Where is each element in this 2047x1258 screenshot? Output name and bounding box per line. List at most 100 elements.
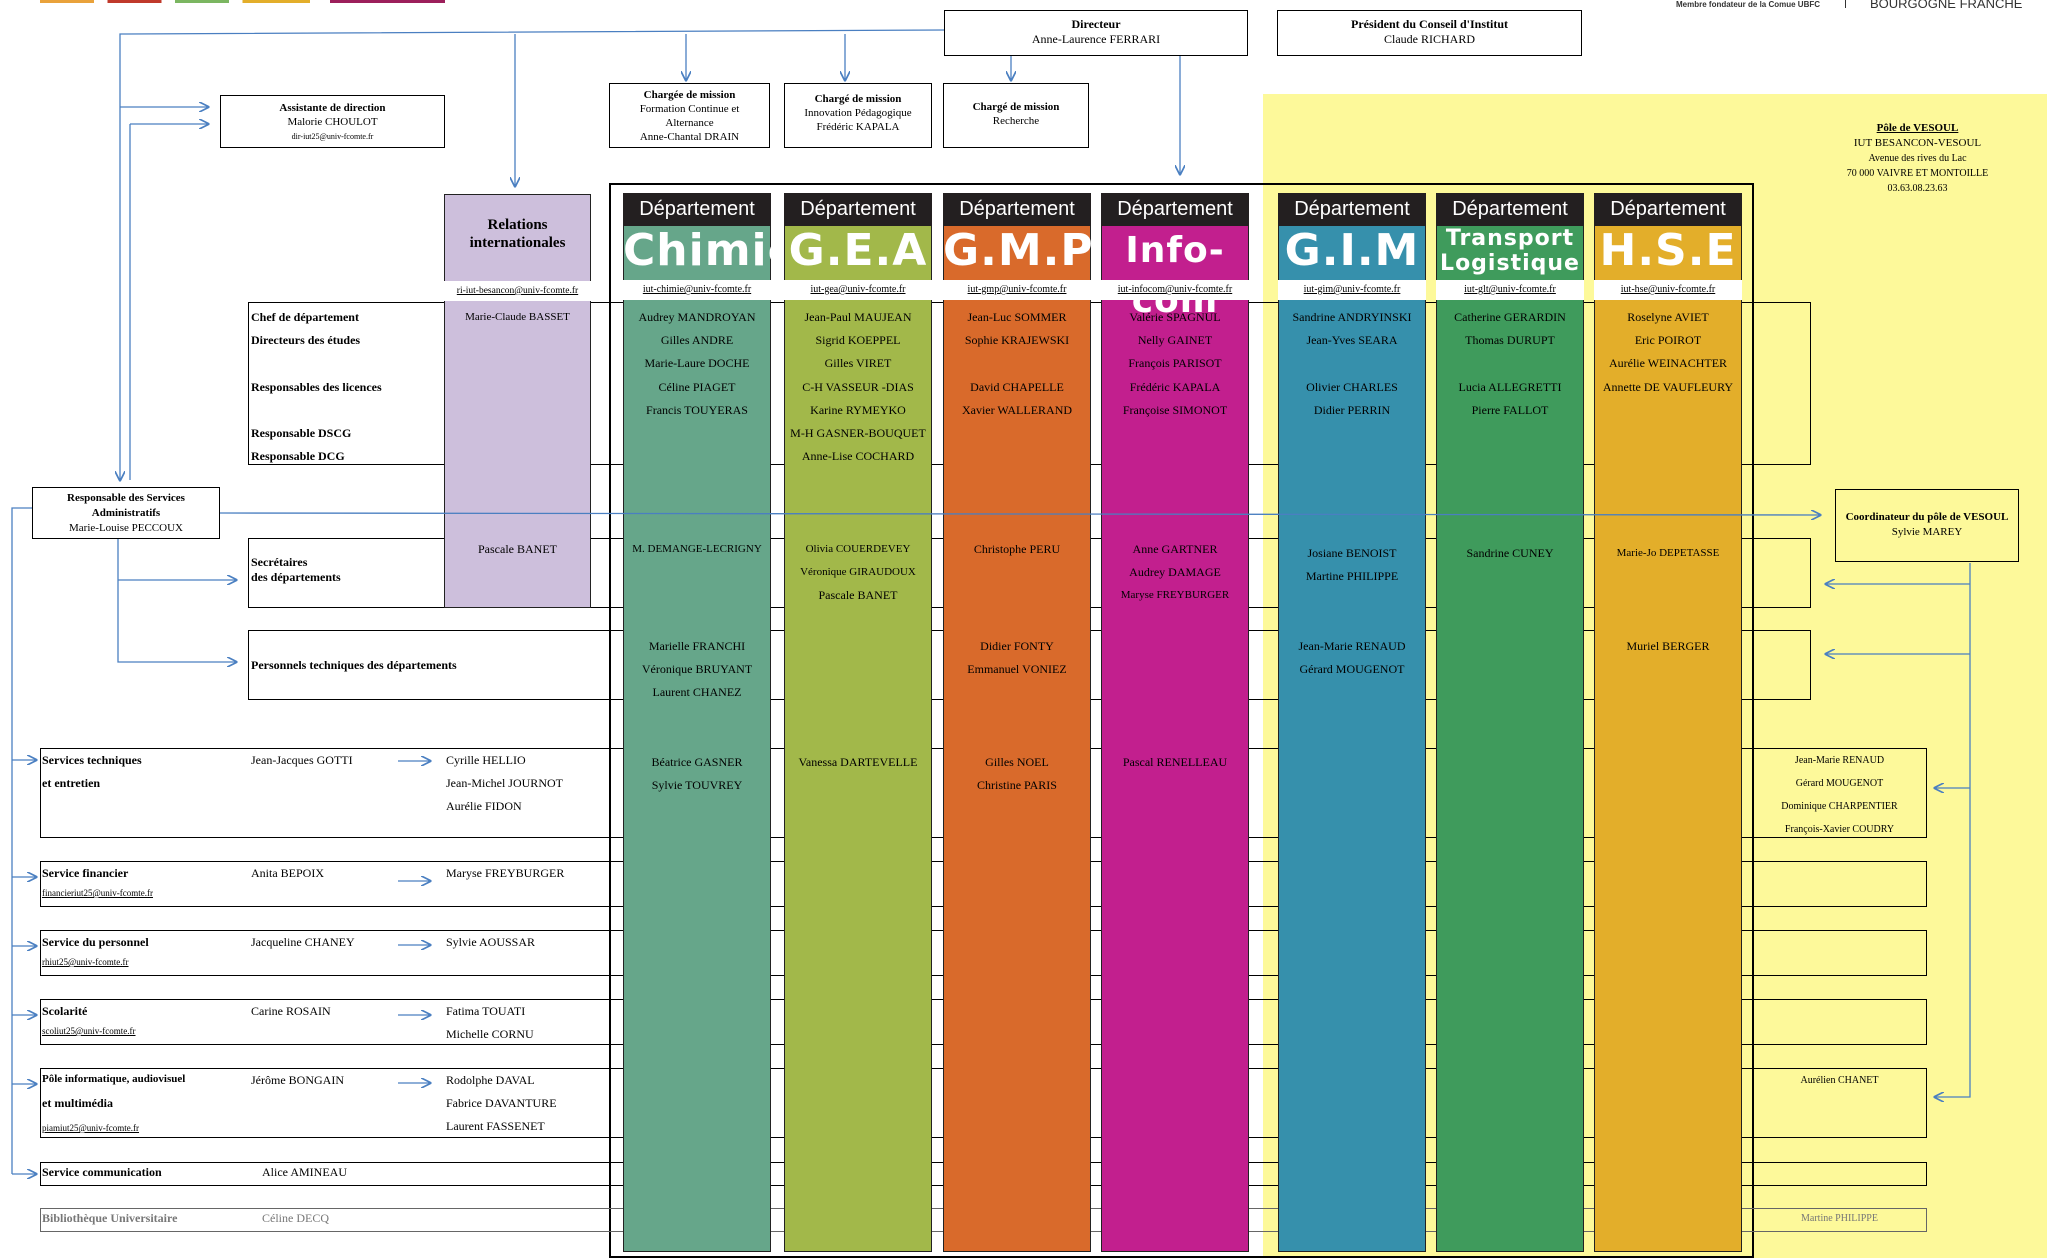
mission-line: Anne-Chantal DRAIN [639, 131, 740, 143]
department-manager: Aurélie WEINACHTER [1608, 356, 1728, 370]
department-column [1436, 194, 1584, 1252]
department-name-line: Logistique [1440, 251, 1580, 276]
ubfc-logo-text: Membre fondateur de la Comue UBFC [1676, 0, 1821, 9]
department-manager: Sophie KRAJEWSKI [964, 333, 1070, 347]
department-manager: C-H VASSEUR -DIAS [802, 380, 914, 394]
mission-box-recherche: Chargé de mission Recherche [943, 83, 1089, 148]
department-service-staff: Béatrice GASNER [651, 755, 743, 769]
rsa-name: Marie-Louise PECCOUX [69, 522, 183, 534]
service-label: Service communication [42, 1165, 162, 1179]
department-manager: Lucia ALLEGRETTI [1458, 380, 1562, 394]
service-label: Service financier [42, 866, 129, 880]
department-email[interactable]: iut-chimie@univ-fcomte.fr [623, 280, 771, 300]
vesoul-line: Avenue des rives du Lac [1868, 153, 1967, 164]
mission-line: Innovation Pédagogique [804, 107, 912, 119]
service-head: Alice AMINEAU [262, 1165, 347, 1179]
department-email[interactable]: iut-infocom@univ-fcomte.fr [1101, 280, 1249, 300]
label-licences: Responsables des licences [251, 380, 382, 394]
vesoul-service-staff: Jean-Marie RENAUD [1794, 755, 1885, 766]
department-manager: Jean-Luc SOMMER [967, 310, 1067, 324]
rsa-title: Responsable des Services [67, 492, 185, 504]
vesoul-coordinator-box: Coordinateur du pôle de VESOUL Sylvie MA… [1835, 489, 2019, 562]
label-dcg: Responsable DCG [251, 449, 345, 463]
mission-box-innovation: Chargé de mission Innovation Pédagogique… [784, 83, 932, 148]
ri-title-line: Relations [487, 217, 548, 233]
department-header-top: Département [623, 193, 771, 226]
department-manager: Audrey MANDROYAN [638, 310, 756, 324]
department-manager: Pierre FALLOT [1471, 403, 1549, 417]
department-name: G.I.M [1284, 225, 1420, 276]
service-email[interactable]: financieriut25@univ-fcomte.fr [42, 888, 153, 898]
department-manager: Francis TOUYERAS [646, 403, 748, 417]
department-email[interactable]: iut-hse@univ-fcomte.fr [1594, 280, 1742, 300]
department-manager: Karine RYMEYKO [810, 403, 906, 417]
president-title: Président du Conseil d'Institut [1350, 17, 1509, 31]
label-secretaires: Secrétaires des départements [251, 555, 341, 585]
ri-title: Relations internationales [444, 216, 591, 252]
department-technician: Muriel BERGER [1626, 639, 1710, 653]
department-manager: Céline PIAGET [658, 380, 736, 394]
department-manager: Gilles ANDRE [660, 333, 734, 347]
service-head: Jacqueline CHANEY [251, 935, 355, 949]
department-manager: Didier PERRIN [1313, 403, 1391, 417]
president-name: Claude RICHARD [1384, 32, 1475, 46]
department-email[interactable]: iut-gim@univ-fcomte.fr [1278, 280, 1426, 300]
service-head: Carine ROSAIN [251, 1004, 331, 1018]
department-header-top: Département [1101, 193, 1249, 226]
ri-secretaire: Pascale BANET [478, 542, 557, 556]
department-secretary: Anne GARTNER [1132, 542, 1218, 556]
department-manager: Anne-Lise COCHARD [801, 449, 915, 463]
mission-box-formation: Chargée de mission Formation Continue et… [609, 83, 770, 148]
vesoul-title: Pôle de VESOUL [1876, 122, 1959, 134]
rsa-box: Responsable des Services Administratifs … [32, 487, 220, 539]
department-manager: Frédéric KAPALA [1129, 380, 1221, 394]
mission-line: Alternance [665, 117, 714, 129]
department-secretary: Josiane BENOIST [1307, 546, 1397, 560]
department-secretary: Pascale BANET [818, 588, 898, 602]
service-staff: Laurent FASSENET [446, 1119, 545, 1133]
label-directeurs: Directeurs des études [251, 333, 361, 347]
mission-title: Chargé de mission [814, 93, 902, 105]
label-dscg: Responsable DSCG [251, 426, 352, 440]
service-staff: Sylvie AOUSSAR [446, 935, 536, 949]
service-label-line2: et multimédia [42, 1096, 113, 1110]
department-manager: François PARISOT [1128, 356, 1222, 370]
service-email[interactable]: scoliut25@univ-fcomte.fr [42, 1026, 136, 1036]
department-column [1278, 194, 1426, 1252]
service-email[interactable]: rhiut25@univ-fcomte.fr [42, 957, 129, 967]
department-manager: Gilles VIRET [824, 356, 892, 370]
department-name: G.E.A [788, 225, 928, 276]
service-label: Pôle informatique, audiovisuel [42, 1073, 186, 1085]
department-manager: Jean-Paul MAUJEAN [804, 310, 912, 324]
service-label: Service du personnel [42, 935, 149, 949]
department-service-staff: Gilles NOEL [985, 755, 1049, 769]
label-chef: Chef de département [251, 310, 359, 324]
department-manager: M-H GASNER-BOUQUET [790, 426, 926, 440]
ri-email[interactable]: ri-iut-besancon@univ-fcomte.fr [444, 281, 591, 301]
service-staff: Fabrice DAVANTURE [446, 1096, 557, 1110]
department-technician: Véronique BRUYANT [641, 662, 753, 676]
vesoul-info: Pôle de VESOUL IUT BESANCON-VESOUL Avenu… [1800, 121, 2035, 196]
department-name: H.S.E [1599, 225, 1737, 276]
ri-chef: Marie-Claude BASSET [465, 311, 570, 323]
department-secretary: Maryse FREYBURGER [1120, 589, 1230, 601]
ri-title-line: internationales [469, 235, 566, 251]
department-name-line: Transport [1445, 226, 1575, 251]
department-service-staff: Christine PARIS [977, 778, 1057, 792]
department-name: G.M.P [943, 225, 1094, 276]
department-manager: Sandrine ANDRYINSKI [1292, 310, 1412, 324]
department-email[interactable]: iut-glt@univ-fcomte.fr [1436, 280, 1584, 300]
logo-separator [1845, 0, 1846, 8]
departments-frame [609, 183, 1754, 1258]
department-email[interactable]: iut-gea@univ-fcomte.fr [784, 280, 932, 300]
service-label: Scolarité [42, 1004, 88, 1018]
service-staff: Cyrille HELLIO [446, 753, 526, 767]
department-email[interactable]: iut-gmp@univ-fcomte.fr [943, 280, 1091, 300]
assistant-name: Malorie CHOULOT [287, 116, 378, 128]
department-technician: Jean-Marie RENAUD [1298, 639, 1406, 653]
service-email[interactable]: piamiut25@univ-fcomte.fr [42, 1123, 140, 1133]
department-header-top: Département [1436, 193, 1584, 226]
vesoul-coord-title: Coordinateur du pôle de VESOUL [1845, 511, 2009, 523]
mission-title: Chargée de mission [643, 89, 736, 101]
